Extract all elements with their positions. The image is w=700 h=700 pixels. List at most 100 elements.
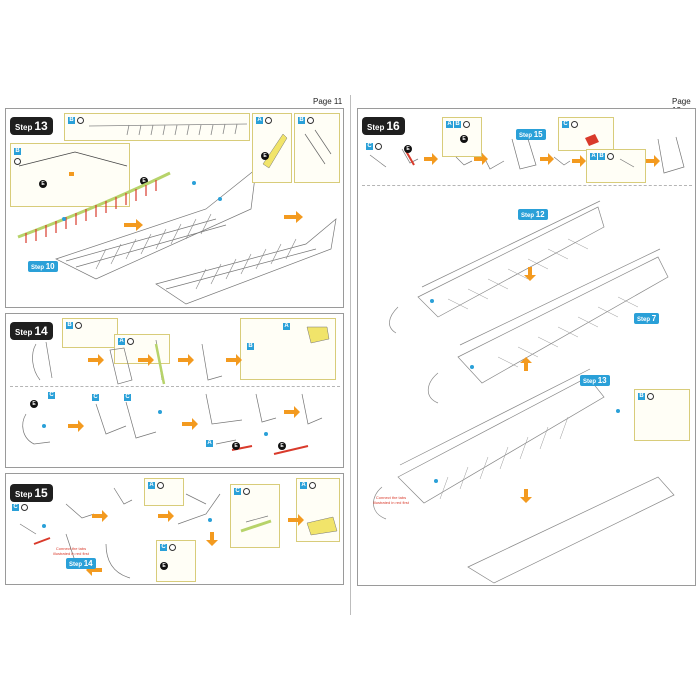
part-e-badge: E [278, 442, 286, 450]
connection-dot [192, 181, 196, 185]
part-letter-b: B [14, 148, 21, 155]
part-e-badge: E [460, 135, 468, 143]
part-drawing-yellow [262, 133, 288, 169]
part-letter-b: B [454, 121, 461, 128]
page-divider [350, 95, 351, 615]
railing-assembly-box: B E [10, 143, 130, 207]
detail-box-b: B [634, 389, 690, 441]
step-15-reference: Step 15 [516, 129, 546, 140]
connection-dot [42, 524, 46, 528]
detail-box-b: B [294, 113, 340, 183]
connection-dot [62, 217, 66, 221]
part-drawing-yellow [306, 516, 338, 536]
part-letter-c: C [48, 392, 55, 399]
part-count [307, 117, 314, 124]
step-10-reference: Step 10 [28, 261, 58, 272]
page-number-11: Page 11 [313, 97, 343, 106]
detail-box-b: B [62, 318, 118, 348]
part-letter-b: B [247, 343, 254, 350]
step-16-hull-drawing [373, 200, 675, 584]
step-14-drawing [22, 339, 323, 455]
part-letter-a: A [206, 440, 213, 447]
detail-box-a: A E [252, 113, 292, 183]
part-count [21, 504, 28, 511]
part-e-badge: E [232, 442, 240, 450]
rack-drawing [88, 123, 248, 136]
part-count [75, 322, 82, 329]
part-letter-c: C [12, 504, 19, 511]
connection-dot [470, 365, 474, 369]
step-15-note: Connect the tabs illustrated in red firs… [53, 546, 89, 556]
part-letter-a: A [446, 121, 453, 128]
part-count [647, 393, 654, 400]
part-drawing-green [240, 519, 272, 533]
connection-dot [42, 424, 46, 428]
step-13-reference: Step 13 [580, 375, 610, 386]
detail-box-c: C [230, 484, 280, 548]
detail-box-c: C [558, 117, 614, 151]
part-drawing-b [304, 129, 332, 165]
hull-assembly-drawing [17, 168, 337, 305]
part-e-badge: E [140, 177, 148, 185]
part-letter-a: A [118, 338, 125, 345]
section-separator [362, 185, 692, 186]
part-count [463, 121, 470, 128]
part-letter-c: C [92, 394, 99, 401]
step-16-top-drawing [369, 136, 685, 174]
part-count [607, 153, 614, 160]
connection-dot [430, 299, 434, 303]
part-letter-b: B [638, 393, 645, 400]
step-7-reference: Step 7 [634, 313, 660, 324]
part-letter-a: A [256, 117, 263, 124]
part-count [169, 544, 176, 551]
part-letter-c: C [124, 394, 131, 401]
connection-dot [616, 409, 620, 413]
part-count [243, 488, 250, 495]
section-separator [10, 386, 340, 387]
part-letter-a: A [148, 482, 155, 489]
step-16-note: Connect the tabs illustrated in red firs… [373, 495, 409, 505]
part-count [77, 117, 84, 124]
detail-box-a: A [114, 334, 170, 364]
connection-dot [158, 410, 162, 414]
part-e-badge: E [404, 145, 412, 153]
connection-dot [434, 479, 438, 483]
part-e-badge: E [160, 562, 168, 570]
detail-box-a: A [296, 478, 340, 542]
part-count [309, 482, 316, 489]
part-letter-b: B [66, 322, 73, 329]
part-letter-b: B [598, 153, 605, 160]
part-count [265, 117, 272, 124]
connection-dot [208, 518, 212, 522]
part-letter-a: A [590, 153, 597, 160]
detail-box-b: B A [240, 318, 336, 380]
part-drawing-yellow [306, 326, 330, 344]
part-letter-a: A [283, 323, 290, 330]
step-12-reference: Step 12 [518, 209, 548, 220]
part-count [127, 338, 134, 345]
step-14-reference: Step 14 [66, 558, 96, 569]
part-letter-c: C [234, 488, 241, 495]
part-count [14, 158, 21, 165]
part-count [157, 482, 164, 489]
parts-rack: B [64, 113, 250, 141]
part-letter-a: A [300, 482, 307, 489]
step-15-drawing [19, 487, 304, 579]
railing-drawing [18, 151, 128, 176]
detail-box-a: A [144, 478, 184, 506]
part-letter-b: B [298, 117, 305, 124]
part-count [375, 143, 382, 150]
part-e-badge: E [39, 180, 47, 188]
part-letter-c: C [366, 143, 373, 150]
part-letter-b: B [68, 117, 75, 124]
part-e-badge: E [30, 400, 38, 408]
part-count [571, 121, 578, 128]
